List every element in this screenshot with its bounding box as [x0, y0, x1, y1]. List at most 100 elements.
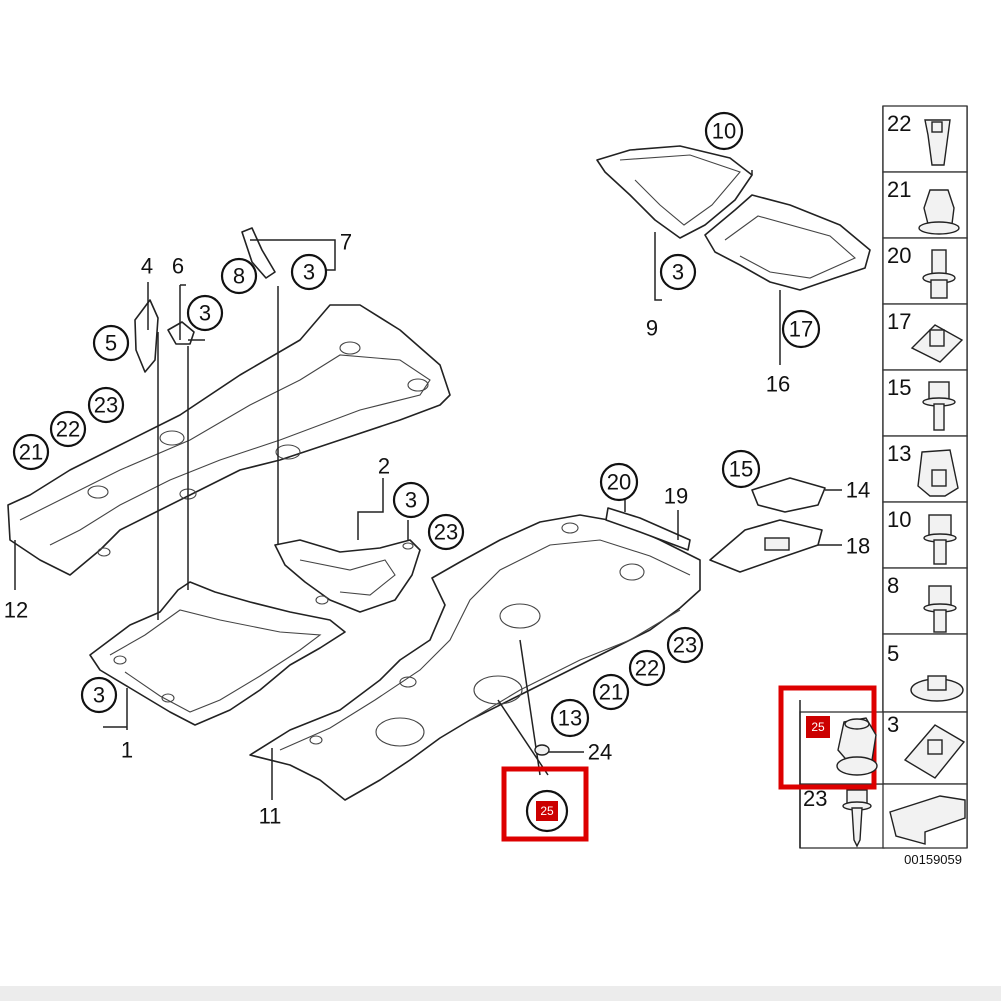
callout-bubble-13: 13	[550, 698, 590, 738]
highlight-box-center	[501, 766, 589, 842]
callout-bubble-21b: 21	[592, 673, 630, 711]
callout-bubble-23a: 23	[87, 386, 125, 424]
callout-bubble-22b: 22	[628, 649, 666, 687]
arrow-icon	[889, 795, 966, 845]
part-2-bracket	[274, 539, 421, 613]
svg-text:13: 13	[887, 441, 911, 466]
svg-text:22: 22	[56, 417, 80, 442]
part-12-underbody-panel	[7, 304, 451, 576]
part-10-duct	[596, 145, 753, 239]
callout-12: 12	[4, 598, 28, 623]
callout-bubble-3b: 3	[290, 253, 328, 291]
part-16-panel	[704, 194, 871, 291]
callout-11: 11	[259, 804, 282, 829]
svg-text:13: 13	[558, 706, 582, 731]
callout-1: 1	[121, 738, 133, 763]
svg-text:10: 10	[712, 119, 736, 144]
svg-text:2: 2	[378, 454, 390, 479]
svg-text:18: 18	[846, 534, 870, 559]
legend-row-8: 8	[882, 567, 968, 635]
svg-text:3: 3	[199, 301, 211, 326]
svg-text:21: 21	[887, 177, 911, 202]
part-4-bracket	[134, 299, 159, 373]
fastener-legend: 22 21 20 17 15	[799, 105, 968, 849]
bottom-band	[0, 986, 1001, 1001]
legend-row-20: 20	[882, 237, 968, 305]
callout-bubble-23c: 23	[666, 626, 704, 664]
svg-text:8: 8	[233, 264, 245, 289]
svg-text:23: 23	[803, 786, 827, 811]
svg-text:15: 15	[729, 457, 753, 482]
callout-bubble-25-highlight: 25	[501, 766, 589, 842]
svg-text:3: 3	[887, 712, 899, 737]
legend-row-5: 5	[882, 633, 968, 713]
svg-text:14: 14	[846, 478, 870, 503]
legend-row-21: 21	[882, 171, 968, 239]
fastener-24	[534, 744, 550, 756]
callout-bubble-8: 8	[220, 257, 258, 295]
svg-text:5: 5	[105, 331, 117, 356]
callout-18: 18	[846, 534, 870, 559]
svg-text:21: 21	[19, 440, 43, 465]
svg-text:21: 21	[599, 680, 623, 705]
legend-row-10: 10	[882, 501, 968, 569]
svg-text:1: 1	[121, 738, 133, 763]
callout-6: 6	[172, 254, 184, 279]
callout-16: 16	[766, 372, 790, 397]
svg-text:16: 16	[766, 372, 790, 397]
svg-text:3: 3	[405, 488, 417, 513]
drawing-code: 00159059	[904, 852, 962, 867]
svg-text:8: 8	[887, 573, 899, 598]
svg-text:22: 22	[635, 656, 659, 681]
callout-24: 24	[588, 740, 612, 765]
svg-text:15: 15	[887, 375, 911, 400]
callout-bubble-23b: 23	[427, 513, 465, 551]
legend-row-17: 17	[882, 303, 968, 371]
svg-text:22: 22	[887, 111, 911, 136]
svg-text:17: 17	[789, 317, 813, 342]
svg-text:6: 6	[172, 254, 184, 279]
svg-text:23: 23	[434, 520, 458, 545]
svg-text:10: 10	[887, 507, 911, 532]
svg-text:19: 19	[664, 484, 688, 509]
svg-text:20: 20	[607, 470, 631, 495]
legend-row-23: 23	[799, 783, 885, 849]
svg-text:5: 5	[887, 641, 899, 666]
callout-14: 14	[846, 478, 870, 503]
svg-text:7: 7	[340, 230, 352, 255]
svg-text:3: 3	[93, 683, 105, 708]
svg-text:9: 9	[646, 316, 658, 341]
part-19-strip	[605, 507, 691, 551]
callout-19: 19	[664, 484, 688, 509]
callout-bubble-17: 17	[781, 309, 821, 349]
callout-bubble-3c: 3	[80, 676, 118, 714]
callout-4: 4	[141, 254, 153, 279]
legend-arrow-cell	[882, 783, 968, 849]
callout-bubble-3a: 3	[186, 294, 224, 332]
callout-bubble-21a: 21	[12, 433, 50, 471]
svg-text:3: 3	[672, 260, 684, 285]
callout-9: 9	[646, 316, 658, 341]
part-11-underbody-panel	[249, 514, 701, 801]
part-14-bracket	[751, 477, 826, 513]
legend-row-22: 22	[882, 105, 968, 173]
svg-text:23: 23	[673, 633, 697, 658]
callout-bubble-10: 10	[704, 111, 744, 151]
legend-row-3: 3	[882, 711, 968, 785]
svg-text:17: 17	[887, 309, 911, 334]
callout-bubble-5: 5	[92, 324, 130, 362]
callout-bubble-20: 20	[599, 462, 639, 502]
legend-row-13: 13	[882, 435, 968, 503]
callout-bubble-15: 15	[721, 449, 761, 489]
part-18-bracket	[709, 519, 823, 573]
callout-bubble-3e: 3	[659, 253, 697, 291]
callout-bubble-3d: 3	[392, 481, 430, 519]
svg-text:4: 4	[141, 254, 153, 279]
svg-text:23: 23	[94, 393, 118, 418]
svg-text:25: 25	[540, 804, 554, 818]
callout-bubble-22a: 22	[49, 410, 87, 448]
svg-text:11: 11	[259, 804, 282, 829]
svg-text:25: 25	[811, 720, 825, 734]
